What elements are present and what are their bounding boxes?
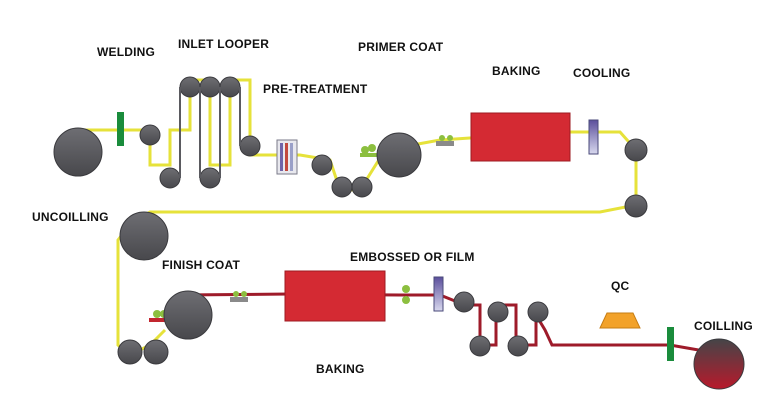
finish-coat-roll xyxy=(163,290,213,340)
primer-coater-applicator xyxy=(436,135,454,146)
baking-oven-bottom xyxy=(284,270,386,322)
exit-roll-5 xyxy=(527,301,549,323)
emboss-roll-bottom xyxy=(402,296,410,304)
pt-roll-1 xyxy=(311,154,333,176)
looper-roll-1 xyxy=(139,124,161,146)
label-baking-top: BAKING xyxy=(492,64,541,78)
exit-looper-rollers xyxy=(453,291,549,357)
welding-marker xyxy=(117,112,124,146)
label-finish-coat: FINISH COAT xyxy=(162,258,240,272)
pt-roll-3 xyxy=(351,176,373,198)
looper-roll-3 xyxy=(179,76,201,98)
exit-roll-2 xyxy=(469,335,491,357)
return-roll-large xyxy=(119,211,169,261)
label-qc: QC xyxy=(611,279,630,293)
looper-roll-5 xyxy=(199,167,221,189)
looper-strands xyxy=(179,87,241,178)
label-pre-treatment: PRE-TREATMENT xyxy=(263,82,368,96)
primer-coat-roll xyxy=(376,132,422,178)
label-welding: WELDING xyxy=(97,45,156,59)
label-embossed-or-film: EMBOSSED OR FILM xyxy=(350,250,475,264)
cooling-unit xyxy=(588,119,599,155)
label-baking-bottom: BAKING xyxy=(316,362,365,376)
recoiler-roll xyxy=(693,338,745,390)
turn-roll-bottom xyxy=(624,194,648,218)
label-uncoilling: UNCOILLING xyxy=(32,210,109,224)
label-primer-coat: PRIMER COAT xyxy=(358,40,444,54)
label-cooling: COOLING xyxy=(573,66,631,80)
bottom-roll-2 xyxy=(143,339,169,365)
label-inlet-looper: INLET LOOPER xyxy=(178,37,270,51)
finish-coater-applicator xyxy=(230,291,248,302)
looper-roll-6 xyxy=(219,76,241,98)
pretreat-rollers xyxy=(311,154,373,198)
turn-roll-top xyxy=(624,138,648,162)
emboss-roll-top xyxy=(402,285,410,293)
inlet-looper-rollers xyxy=(139,76,261,189)
bottom-roll-1 xyxy=(117,339,143,365)
primer-coater xyxy=(360,144,378,157)
uncoiler-roll xyxy=(53,127,103,177)
pt-roll-2 xyxy=(331,176,353,198)
label-coilling: COILLING xyxy=(694,319,753,333)
coiling-marker xyxy=(667,327,674,361)
exit-roll-4 xyxy=(507,335,529,357)
looper-roll-7 xyxy=(239,135,261,157)
film-unit xyxy=(433,276,444,312)
baking-oven-top xyxy=(470,112,571,162)
exit-roll-1 xyxy=(453,291,475,313)
looper-roll-2 xyxy=(159,167,181,189)
qc-unit xyxy=(599,312,641,329)
exit-roll-3 xyxy=(487,301,509,323)
pre-treatment-tank xyxy=(276,139,298,175)
looper-roll-4 xyxy=(199,76,221,98)
